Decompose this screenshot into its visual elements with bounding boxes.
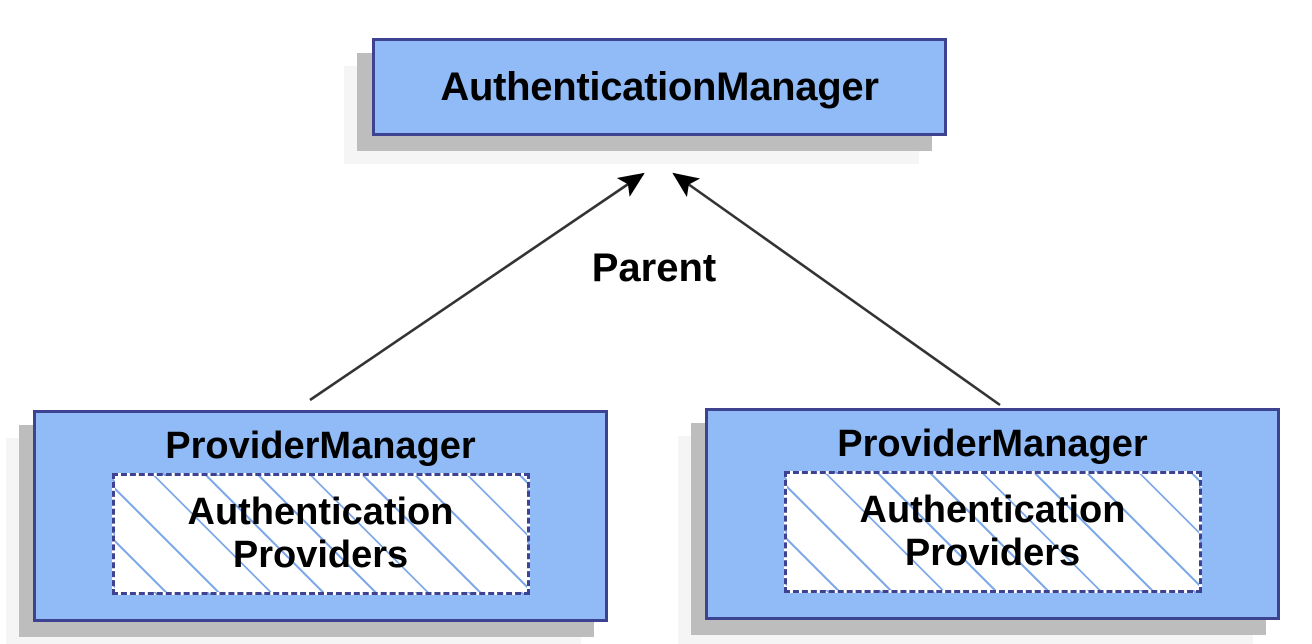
- subbox-authentication-providers-right-line2: Providers: [904, 531, 1081, 574]
- edge-label-parent: Parent: [0, 248, 1312, 288]
- node-provider-manager-right-title: ProviderManager: [837, 423, 1148, 465]
- subbox-authentication-providers-left[interactable]: Authentication Providers: [111, 472, 530, 595]
- node-authentication-manager[interactable]: AuthenticationManager: [372, 38, 947, 136]
- edge-right-to-parent: [672, 172, 1001, 407]
- node-provider-manager-left-title: ProviderManager: [165, 425, 476, 467]
- subbox-authentication-providers-left-line1: Authentication: [187, 491, 454, 534]
- node-provider-manager-left[interactable]: ProviderManager Authentication Providers: [33, 410, 608, 622]
- subbox-authentication-providers-right[interactable]: Authentication Providers: [783, 470, 1202, 593]
- subbox-authentication-providers-left-line2: Providers: [232, 533, 409, 576]
- node-authentication-manager-label: AuthenticationManager: [440, 65, 879, 109]
- edge-label-parent-text: Parent: [591, 246, 717, 290]
- subbox-authentication-providers-right-line1: Authentication: [859, 489, 1126, 532]
- node-provider-manager-right[interactable]: ProviderManager Authentication Providers: [705, 408, 1280, 620]
